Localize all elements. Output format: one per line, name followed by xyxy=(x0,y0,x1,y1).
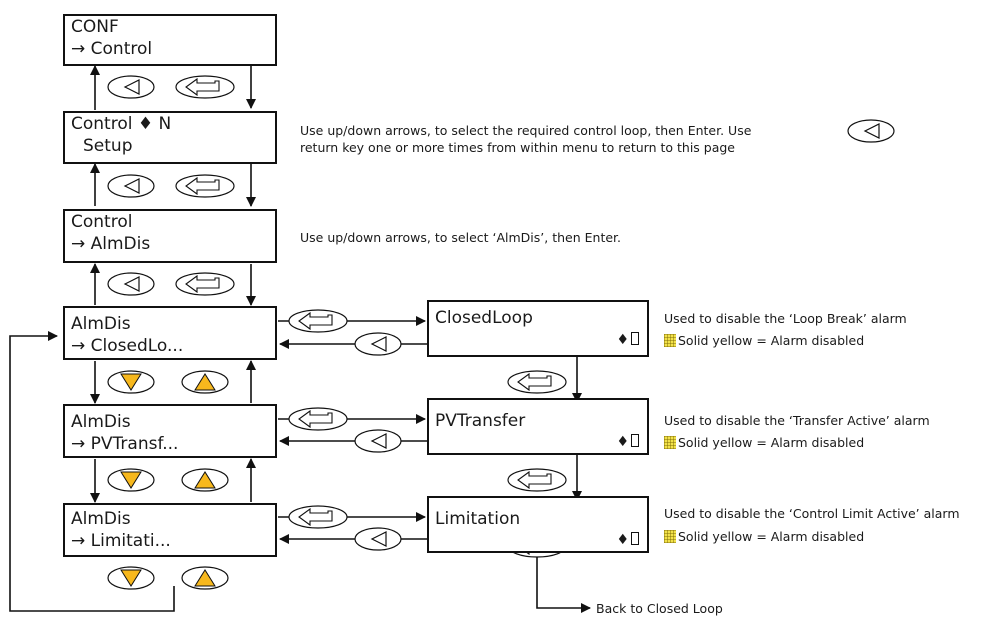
screen-line2: → ClosedLo... xyxy=(71,336,184,356)
screen-line2: → Control xyxy=(71,39,153,59)
screen-closedloop: ClosedLoop ♦ xyxy=(427,300,649,357)
enter-key-icon xyxy=(507,468,567,492)
note-select-almdis: Use up/down arrows, to select ‘AlmDis’, … xyxy=(300,230,621,245)
note-closedloop-title: Used to disable the ‘Loop Break’ alarm xyxy=(664,311,907,326)
return-key-icon xyxy=(107,174,155,198)
enter-key-icon xyxy=(288,309,348,333)
screen-almdis-limitation: AlmDis → Limitati... xyxy=(63,503,277,557)
note-select-loop-line1: Use up/down arrows, to select the requir… xyxy=(300,123,752,138)
down-key-icon xyxy=(107,468,155,492)
screen-line1: AlmDis xyxy=(71,412,131,432)
screen-line1: CONF xyxy=(71,17,119,37)
screen-control-almdis: Control → AlmDis xyxy=(63,209,277,263)
toggle-box-icon xyxy=(631,532,639,545)
yellow-swatch-icon xyxy=(664,530,676,543)
toggle-indicator: ♦ xyxy=(616,532,639,547)
note-limitation-title: Used to disable the ‘Control Limit Activ… xyxy=(664,506,960,521)
return-key-icon xyxy=(107,272,155,296)
screen-line2: → Limitati... xyxy=(71,531,171,551)
yellow-swatch-icon xyxy=(664,436,676,449)
enter-key-icon xyxy=(175,174,235,198)
up-down-icon: ♦ xyxy=(616,332,629,348)
note-pvtransfer-title: Used to disable the ‘Transfer Active’ al… xyxy=(664,413,930,428)
screen-line1: AlmDis xyxy=(71,509,131,529)
up-down-icon: ♦ xyxy=(616,434,629,450)
legend-text: Solid yellow = Alarm disabled xyxy=(678,435,865,450)
enter-key-icon xyxy=(288,407,348,431)
screen-almdis-closedloop: AlmDis → ClosedLo... xyxy=(63,306,277,360)
loop-number: N xyxy=(158,114,172,134)
toggle-box-icon xyxy=(631,332,639,345)
enter-key-icon xyxy=(175,75,235,99)
screen-control-loop: Control ♦ N Setup xyxy=(63,111,277,164)
down-key-icon xyxy=(107,566,155,590)
toggle-indicator: ♦ xyxy=(616,434,639,449)
up-down-icon: ♦ xyxy=(616,532,629,548)
legend-text: Solid yellow = Alarm disabled xyxy=(678,529,865,544)
screen-title: Control xyxy=(71,114,133,134)
legend-text: Solid yellow = Alarm disabled xyxy=(678,333,865,348)
screen-title: PVTransfer xyxy=(435,411,526,431)
enter-key-icon xyxy=(288,505,348,529)
screen-limitation: Limitation ♦ xyxy=(427,496,649,553)
up-key-icon xyxy=(181,566,229,590)
enter-key-icon xyxy=(507,370,567,394)
legend-alarm-disabled: Solid yellow = Alarm disabled xyxy=(664,332,864,349)
toggle-box-icon xyxy=(631,434,639,447)
screen-title: ClosedLoop xyxy=(435,308,533,328)
down-key-icon xyxy=(107,370,155,394)
note-back-to-closed-loop: Back to Closed Loop xyxy=(596,601,723,616)
toggle-indicator: ♦ xyxy=(616,332,639,347)
return-key-icon xyxy=(847,119,895,143)
up-key-icon xyxy=(181,370,229,394)
screen-title: Limitation xyxy=(435,509,521,529)
screen-line2: → AlmDis xyxy=(71,234,151,254)
enter-key-icon xyxy=(175,272,235,296)
legend-alarm-disabled: Solid yellow = Alarm disabled xyxy=(664,434,864,451)
screen-pvtransfer: PVTransfer ♦ xyxy=(427,398,649,455)
return-key-icon xyxy=(107,75,155,99)
screen-almdis-pvtransfer: AlmDis → PVTransf... xyxy=(63,404,277,458)
return-key-icon xyxy=(354,429,402,453)
return-key-icon xyxy=(354,332,402,356)
yellow-swatch-icon xyxy=(664,334,676,347)
screen-line1: AlmDis xyxy=(71,314,131,334)
screen-conf: CONF → Control xyxy=(63,14,277,66)
screen-line2: → PVTransf... xyxy=(71,434,179,454)
screen-line2: Setup xyxy=(83,136,133,156)
up-down-icon: ♦ xyxy=(137,114,154,134)
screen-line1: Control ♦ N xyxy=(71,113,269,135)
up-key-icon xyxy=(181,468,229,492)
note-select-loop-line2: return key one or more times from within… xyxy=(300,140,735,155)
legend-alarm-disabled: Solid yellow = Alarm disabled xyxy=(664,528,864,545)
return-key-icon xyxy=(354,527,402,551)
screen-line1: Control xyxy=(71,212,133,232)
